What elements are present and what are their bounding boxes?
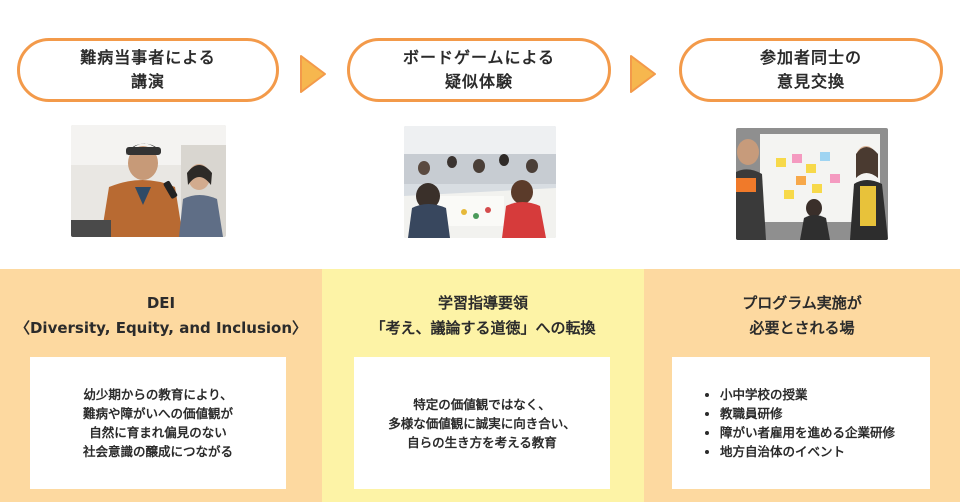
step-boardgame-line1: ボードゲームによる bbox=[402, 48, 556, 67]
venues-column: プログラム実施が 必要とされる場 小中学校の授業 教職員研修 障がい者雇用を進め… bbox=[644, 269, 960, 502]
venues-title-line1: プログラム実施が bbox=[742, 294, 862, 312]
curriculum-column: 学習指導要領 「考え、議論する道徳」への転換 特定の価値観ではなく、 多様な価値… bbox=[322, 269, 644, 502]
curriculum-column-title: 学習指導要領 「考え、議論する道徳」への転換 bbox=[322, 291, 644, 341]
arrow-right-icon bbox=[630, 55, 656, 93]
curriculum-title-line1: 学習指導要領 bbox=[437, 294, 528, 312]
step-lecture: 難病当事者による 講演 bbox=[17, 38, 279, 102]
venues-list: 小中学校の授業 教職員研修 障がい者雇用を進める企業研修 地方自治体のイベント bbox=[702, 385, 895, 461]
dei-body-line: 幼少期からの教育により、 bbox=[83, 387, 233, 402]
list-item: 地方自治体のイベント bbox=[720, 442, 895, 461]
step-discussion: 参加者同士の 意見交換 bbox=[679, 38, 943, 102]
arrow-right-icon bbox=[300, 55, 326, 93]
dei-title-line1: DEI bbox=[146, 294, 176, 312]
step-boardgame: ボードゲームによる 疑似体験 bbox=[347, 38, 611, 102]
venues-card: 小中学校の授業 教職員研修 障がい者雇用を進める企業研修 地方自治体のイベント bbox=[672, 357, 930, 489]
list-item: 教職員研修 bbox=[720, 404, 895, 423]
dei-card: 幼少期からの教育により、 難病や障がいへの価値観が 自然に育まれ偏見のない 社会… bbox=[30, 357, 286, 489]
step-boardgame-line2: 疑似体験 bbox=[444, 72, 513, 91]
curriculum-card: 特定の価値観ではなく、 多様な価値観に誠実に向き合い、 自らの生き方を考える教育 bbox=[354, 357, 610, 489]
curriculum-title-line2: 「考え、議論する道徳」への転換 bbox=[370, 319, 596, 337]
step-discussion-line1: 参加者同士の bbox=[759, 48, 862, 67]
dei-body-line: 自然に育まれ偏見のない bbox=[89, 425, 227, 440]
list-item: 障がい者雇用を進める企業研修 bbox=[720, 423, 895, 442]
curriculum-body-line: 特定の価値観ではなく、 bbox=[413, 396, 551, 412]
discussion-photo bbox=[736, 128, 888, 240]
venues-title-line2: 必要とされる場 bbox=[749, 319, 855, 337]
list-item: 小中学校の授業 bbox=[720, 385, 895, 404]
dei-body-line: 難病や障がいへの価値観が bbox=[82, 406, 233, 421]
curriculum-body-line: 多様な価値観に誠実に向き合い、 bbox=[388, 415, 576, 431]
step-lecture-line2: 講演 bbox=[130, 72, 165, 91]
lecture-photo bbox=[71, 125, 226, 237]
dei-column: DEI 〈Diversity, Equity, and Inclusion〉 幼… bbox=[0, 269, 322, 502]
dei-column-title: DEI 〈Diversity, Equity, and Inclusion〉 bbox=[0, 291, 322, 341]
step-lecture-line1: 難病当事者による bbox=[80, 48, 216, 67]
dei-body-line: 社会意識の醸成につながる bbox=[82, 444, 233, 459]
step-discussion-line2: 意見交換 bbox=[776, 72, 845, 91]
curriculum-body-line: 自らの生き方を考える教育 bbox=[407, 434, 557, 450]
boardgame-photo bbox=[404, 126, 556, 238]
venues-column-title: プログラム実施が 必要とされる場 bbox=[644, 291, 960, 341]
dei-title-line2: 〈Diversity, Equity, and Inclusion〉 bbox=[14, 319, 307, 337]
